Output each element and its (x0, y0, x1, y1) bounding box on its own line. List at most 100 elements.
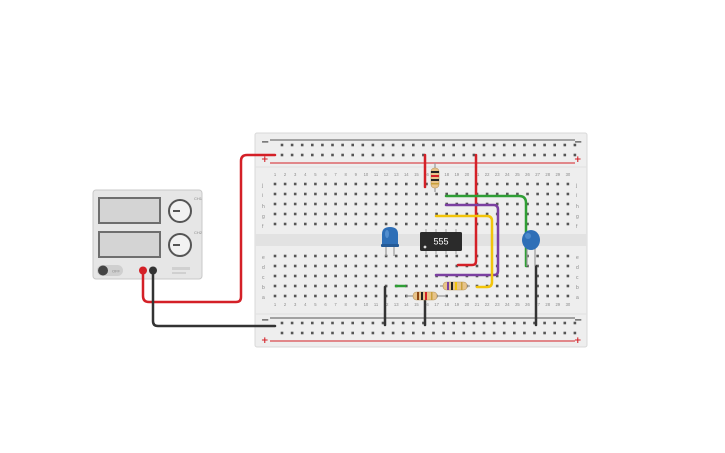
rail-hole[interactable] (331, 321, 334, 325)
rail-hole[interactable] (442, 143, 445, 147)
breadboard-hole[interactable] (465, 222, 469, 226)
breadboard-hole[interactable] (364, 192, 368, 196)
rail-hole[interactable] (321, 153, 324, 157)
breadboard-hole[interactable] (324, 182, 327, 186)
breadboard-hole[interactable] (354, 294, 358, 298)
breadboard-hole[interactable] (374, 264, 378, 268)
breadboard-hole[interactable] (314, 222, 317, 226)
breadboard-hole[interactable] (445, 212, 448, 216)
breadboard-hole[interactable] (273, 264, 277, 268)
breadboard-hole[interactable] (283, 202, 287, 206)
breadboard-hole[interactable] (475, 264, 479, 268)
breadboard-hole[interactable] (526, 202, 529, 206)
rail-hole[interactable] (543, 331, 546, 335)
breadboard-hole[interactable] (324, 254, 327, 258)
breadboard-hole[interactable] (485, 182, 489, 186)
breadboard-hole[interactable] (283, 192, 287, 196)
breadboard[interactable]: − + − + − + − + j i h g f e d c b a j i … (254, 132, 588, 348)
breadboard-hole[interactable] (304, 212, 307, 216)
rail-hole[interactable] (331, 143, 334, 147)
breadboard-hole[interactable] (516, 284, 519, 288)
breadboard-hole[interactable] (314, 284, 317, 288)
rail-hole[interactable] (371, 143, 375, 147)
breadboard-hole[interactable] (506, 212, 509, 216)
rail-hole[interactable] (401, 153, 405, 157)
rail-hole[interactable] (573, 153, 577, 157)
breadboard-hole[interactable] (293, 254, 297, 258)
green-wire[interactable] (444, 194, 528, 268)
breadboard-hole[interactable] (293, 284, 297, 288)
breadboard-hole[interactable] (415, 264, 418, 268)
rail-hole[interactable] (361, 143, 365, 147)
breadboard-hole[interactable] (556, 202, 560, 206)
breadboard-hole[interactable] (324, 294, 327, 298)
breadboard-hole[interactable] (374, 274, 378, 278)
breadboard-hole[interactable] (344, 212, 347, 216)
rail-hole[interactable] (513, 143, 516, 147)
breadboard-hole[interactable] (283, 222, 287, 226)
breadboard-hole[interactable] (334, 254, 337, 258)
breadboard-hole[interactable] (485, 212, 489, 216)
rail-hole[interactable] (462, 331, 466, 335)
rail-hole[interactable] (341, 143, 344, 147)
breadboard-hole[interactable] (445, 192, 448, 196)
breadboard-hole[interactable] (546, 222, 549, 226)
rail-hole[interactable] (442, 321, 445, 325)
rail-hole[interactable] (391, 321, 395, 325)
breadboard-hole[interactable] (374, 294, 378, 298)
breadboard-hole[interactable] (334, 264, 337, 268)
breadboard-hole[interactable] (425, 182, 428, 186)
breadboard-hole[interactable] (293, 212, 297, 216)
breadboard-hole[interactable] (405, 254, 408, 258)
rail-hole[interactable] (280, 331, 284, 335)
breadboard-hole[interactable] (566, 274, 570, 278)
breadboard-hole[interactable] (304, 182, 307, 186)
breadboard-hole[interactable] (415, 274, 418, 278)
breadboard-hole[interactable] (394, 294, 398, 298)
breadboard-hole[interactable] (425, 284, 428, 288)
breadboard-hole[interactable] (314, 274, 317, 278)
rail-hole[interactable] (513, 321, 516, 325)
rail-hole[interactable] (492, 331, 496, 335)
rail-hole[interactable] (290, 143, 294, 147)
rail-hole[interactable] (513, 153, 516, 157)
rail-hole[interactable] (573, 143, 577, 147)
breadboard-hole[interactable] (324, 284, 327, 288)
breadboard-hole[interactable] (415, 254, 418, 258)
breadboard-hole[interactable] (314, 294, 317, 298)
breadboard-hole[interactable] (485, 192, 489, 196)
rail-hole[interactable] (543, 321, 546, 325)
rail-hole[interactable] (502, 153, 506, 157)
rail-hole[interactable] (331, 331, 334, 335)
rail-hole[interactable] (553, 321, 556, 325)
rail-hole[interactable] (311, 331, 314, 335)
rail-hole[interactable] (351, 331, 354, 335)
breadboard-hole[interactable] (283, 294, 287, 298)
breadboard-hole[interactable] (304, 264, 307, 268)
rail-hole[interactable] (502, 331, 506, 335)
rail-hole[interactable] (351, 153, 354, 157)
rail-hole[interactable] (482, 143, 486, 147)
breadboard-hole[interactable] (405, 182, 408, 186)
breadboard-hole[interactable] (405, 202, 408, 206)
rail-hole[interactable] (412, 321, 415, 325)
breadboard-hole[interactable] (415, 202, 418, 206)
resistor-bottom-right[interactable] (440, 281, 470, 291)
breadboard-hole[interactable] (354, 212, 358, 216)
breadboard-hole[interactable] (536, 254, 539, 258)
breadboard-hole[interactable] (314, 202, 317, 206)
breadboard-hole[interactable] (425, 254, 428, 258)
rail-hole[interactable] (300, 153, 304, 157)
breadboard-hole[interactable] (506, 294, 509, 298)
breadboard-hole[interactable] (526, 294, 529, 298)
breadboard-hole[interactable] (566, 192, 570, 196)
rail-hole[interactable] (492, 143, 496, 147)
breadboard-hole[interactable] (556, 274, 560, 278)
breadboard-hole[interactable] (314, 182, 317, 186)
breadboard-hole[interactable] (566, 264, 570, 268)
rail-hole[interactable] (573, 321, 577, 325)
breadboard-hole[interactable] (334, 274, 337, 278)
breadboard-hole[interactable] (334, 192, 337, 196)
breadboard-hole[interactable] (344, 274, 347, 278)
breadboard-hole[interactable] (394, 202, 398, 206)
